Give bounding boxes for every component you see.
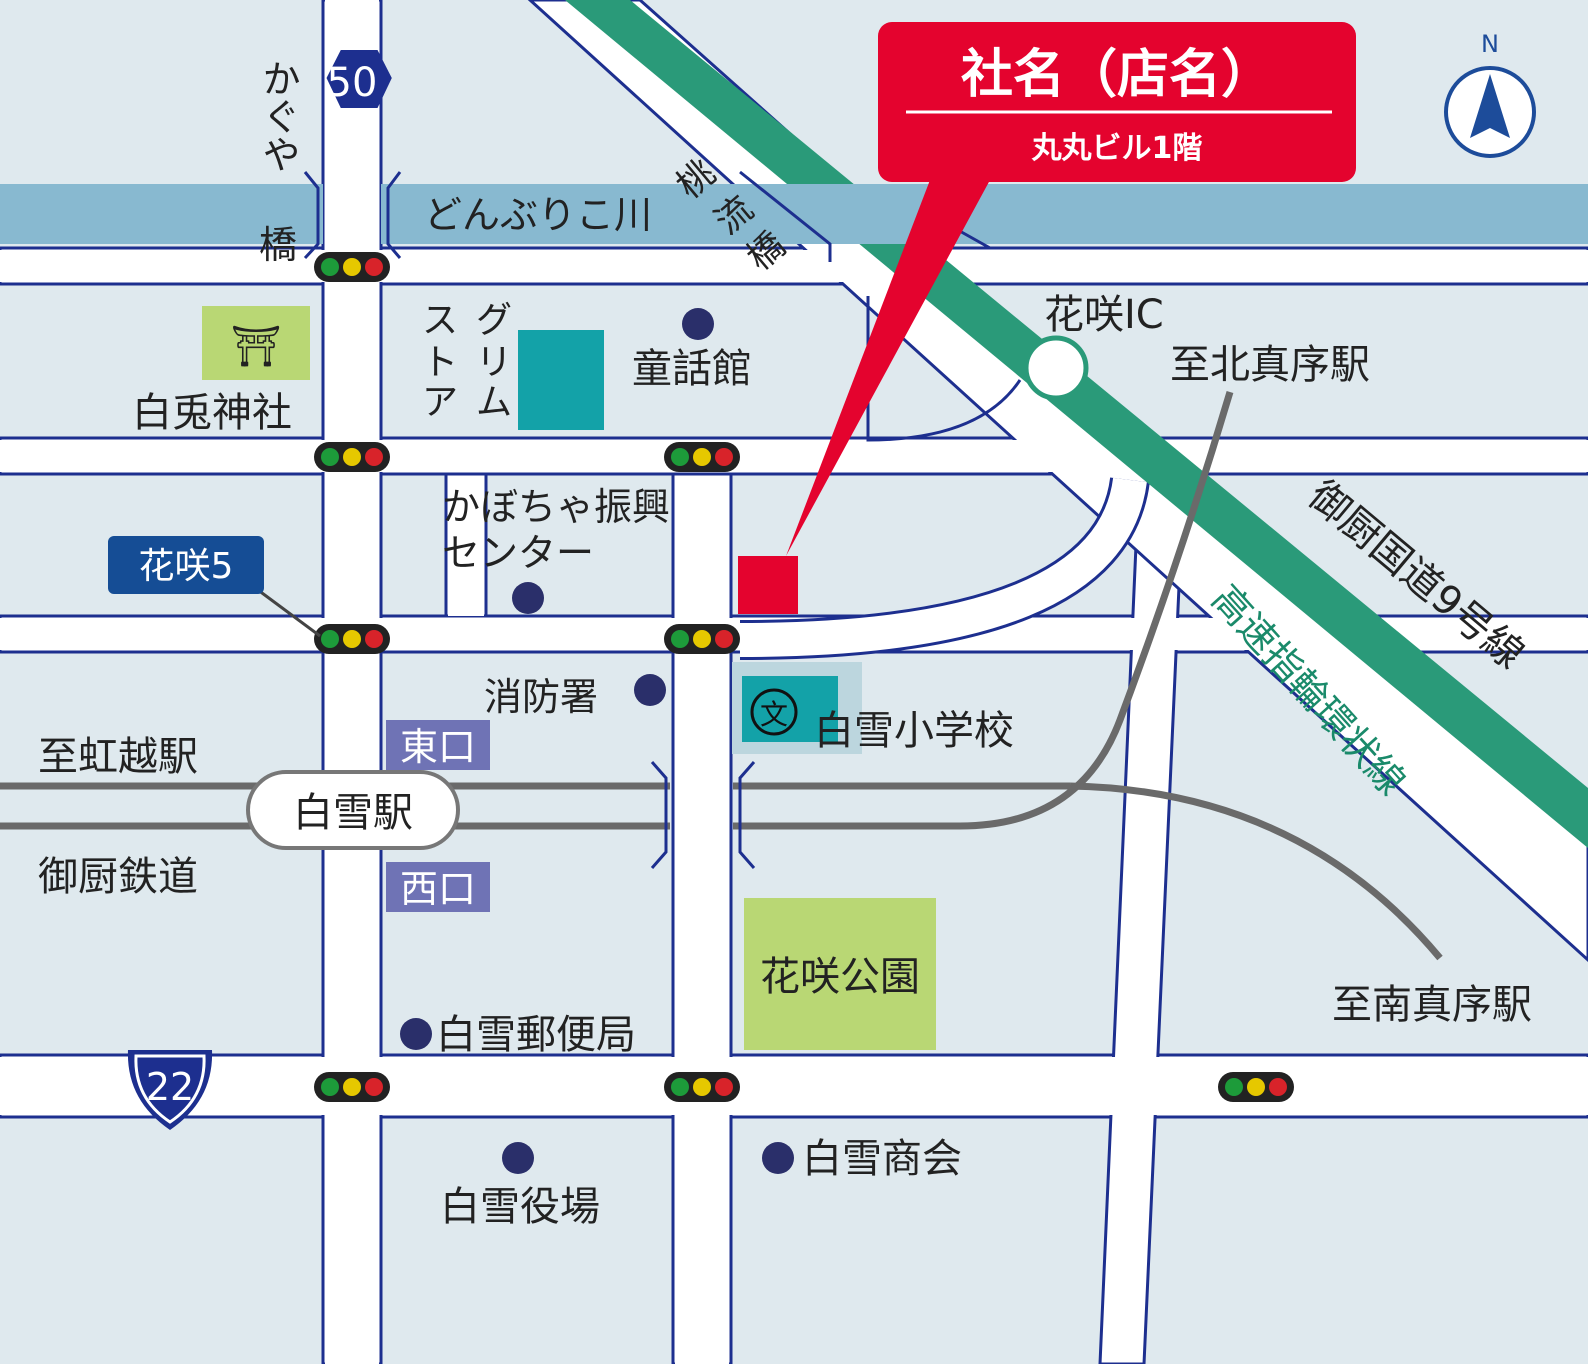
rail-bridge-marks (650, 761, 756, 869)
route-22-shield: 22 (127, 1050, 213, 1130)
hanasaki5-label: 花咲5 (139, 546, 234, 587)
bridge-kaguya-label-2: 橋 (259, 223, 297, 267)
svg-text:22: 22 (146, 1065, 194, 1109)
west-exit-label: 西口 (400, 867, 476, 911)
callout-title: 社名（店名） (961, 45, 1273, 105)
shrine-label: 白兎神社 (132, 390, 292, 436)
grimm-label-3: ム (476, 382, 512, 423)
callout-box[interactable] (878, 22, 1356, 182)
river-label: どんぶりこ川 (424, 193, 652, 237)
compass-label: N (1481, 30, 1499, 58)
station-marker[interactable] (246, 770, 460, 850)
rail-south-branch (1069, 782, 1443, 961)
direction-nijikoshi: 至虹越駅 (38, 734, 198, 780)
fire-station-label: 消防署 (484, 675, 598, 719)
shrine-block (202, 306, 310, 380)
ic-ramp (739, 477, 1147, 657)
traffic-light-icon (314, 252, 390, 282)
grimm-label-1: グ (476, 300, 512, 341)
town-office-label: 白雪役場 (440, 1184, 600, 1230)
traffic-light-icon (314, 624, 390, 654)
traffic-light-icon (314, 1072, 390, 1102)
compass-arrow-icon (1470, 74, 1510, 138)
ic-loop-edge (866, 296, 1022, 442)
shop-location-marker[interactable] (738, 556, 798, 614)
rail-north-branch (959, 391, 1234, 830)
store-label-1: ス (422, 300, 458, 341)
shopping-assoc-dot (762, 1142, 794, 1174)
railway-name: 御厨鉄道 (38, 854, 198, 900)
callout-pointer (786, 180, 990, 556)
traffic-light-icon (664, 442, 740, 472)
hanasaki5-leader (257, 588, 321, 638)
traffic-light-icon (664, 624, 740, 654)
dowakan-dot (682, 308, 714, 340)
east-exit-badge (386, 720, 490, 770)
school-label: 白雪小学校 (814, 708, 1014, 754)
park-block (744, 898, 936, 1050)
station-label: 白雪駅 (293, 790, 413, 836)
school-building (742, 676, 838, 742)
interchange-icon[interactable] (1023, 335, 1089, 401)
compass: N (1444, 30, 1536, 158)
bridge-kaguya-label: かぐや (256, 59, 300, 173)
west-exit-badge (386, 862, 490, 912)
direction-kitamasago: 至北真序駅 (1170, 342, 1370, 388)
svg-text:50: 50 (327, 60, 378, 106)
callout-subtitle: 丸丸ビル1階 (1031, 131, 1203, 166)
grimm-store-building (518, 330, 604, 430)
post-office-dot (400, 1018, 432, 1050)
store-label-2: ト (422, 342, 458, 383)
interchange-label: 花咲IC (1044, 292, 1164, 338)
route-50-shield: 50 (326, 50, 392, 108)
kabocha-label-1: かぼちゃ振興 (442, 485, 670, 529)
hanasaki5-badge (108, 536, 264, 594)
direction-minamimasago: 至南真序駅 (1332, 982, 1532, 1028)
kabocha-dot (512, 582, 544, 614)
east-exit-label: 東口 (400, 725, 476, 769)
dowakan-label: 童話館 (632, 346, 752, 392)
traffic-light-icon (664, 1072, 740, 1102)
traffic-light-icon (314, 442, 390, 472)
town-office-dot (502, 1142, 534, 1174)
fire-station-dot (634, 674, 666, 706)
school-icon (750, 688, 798, 736)
traffic-light-icon (1218, 1072, 1294, 1102)
park-label: 花咲公園 (760, 954, 920, 1000)
school-symbol: 文 (760, 698, 788, 731)
shrine-icon: ⛩ (231, 324, 282, 370)
store-label-3: ア (422, 382, 458, 423)
shopping-assoc-label: 白雪商会 (802, 1136, 962, 1182)
kabocha-label-2: センター (442, 531, 594, 575)
post-office-label: 白雪郵便局 (436, 1012, 636, 1058)
grimm-label-2: リ (476, 342, 512, 383)
traffic-lights (314, 252, 1294, 1102)
